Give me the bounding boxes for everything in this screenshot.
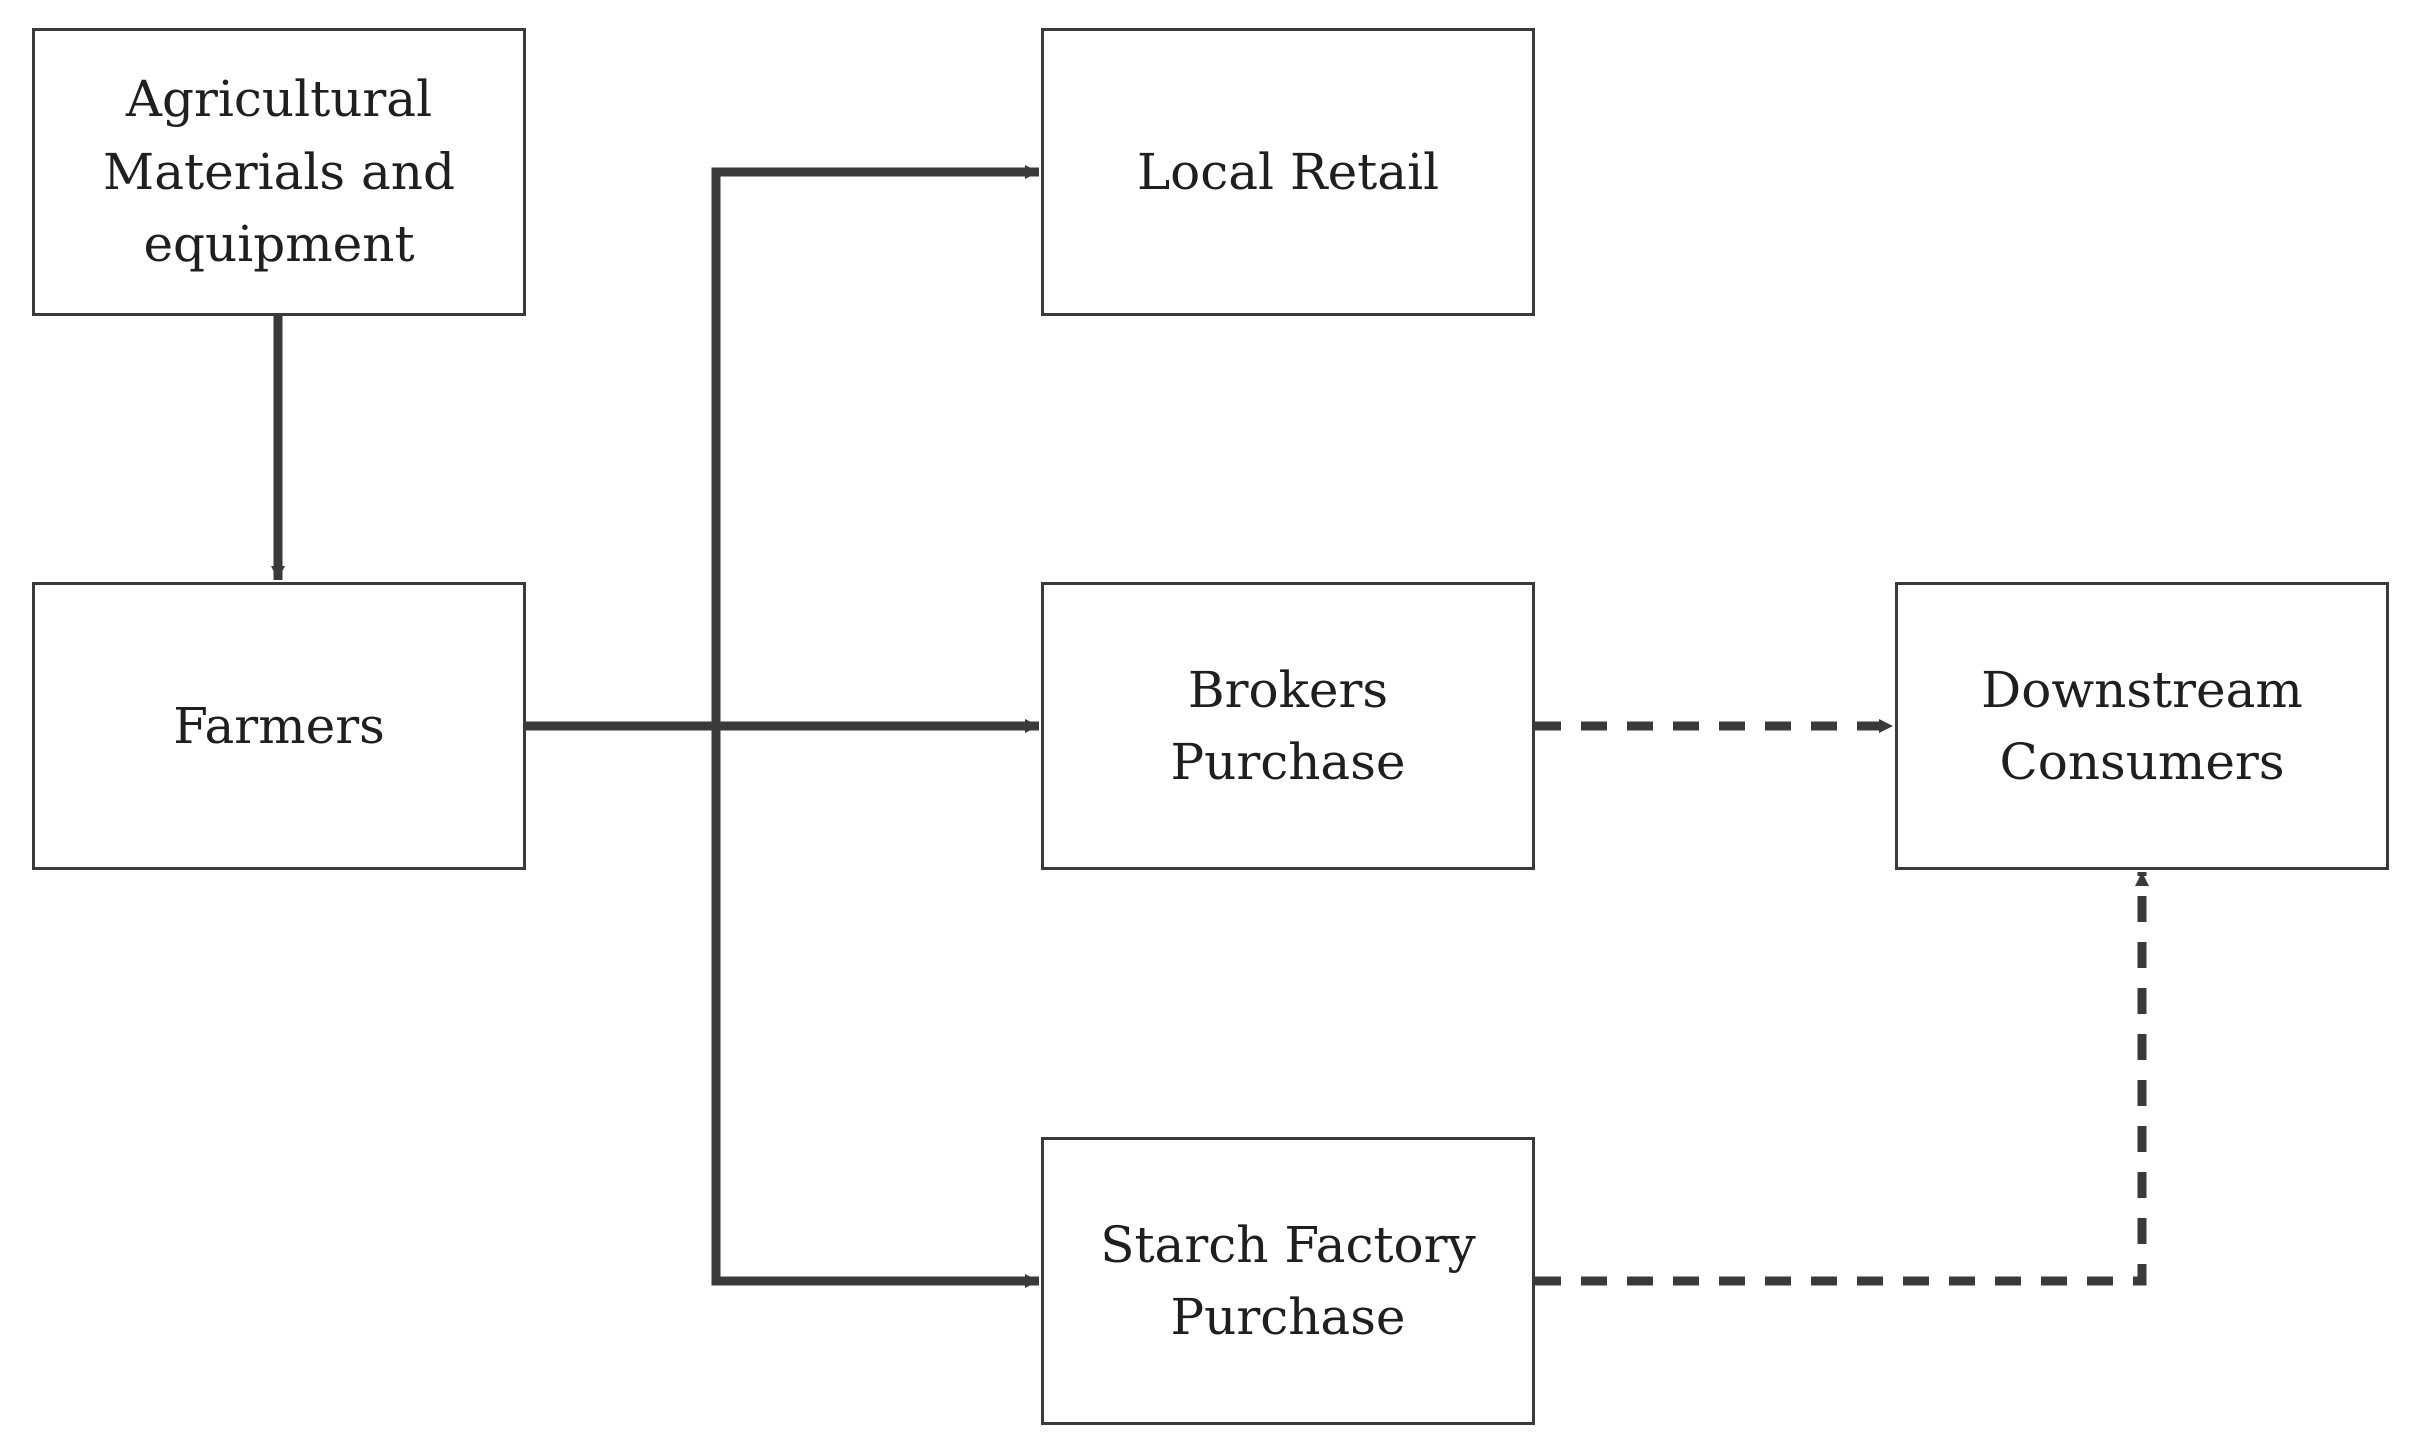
- node-brokers-purchase-label: Brokers Purchase: [1170, 660, 1406, 792]
- node-agricultural-materials: Agricultural Materials and equipment: [32, 28, 526, 316]
- edge-farmers-to-local_retail: [526, 165, 1039, 731]
- node-local-retail-label: Local Retail: [1136, 142, 1440, 201]
- node-agricultural-materials-label: Agricultural Materials and equipment: [103, 70, 455, 274]
- node-starch-factory-purchase-label: Starch Factory Purchase: [1100, 1215, 1476, 1347]
- edge-farmers-to-starch: [711, 726, 1039, 1288]
- node-brokers-purchase: Brokers Purchase: [1041, 582, 1535, 870]
- node-farmers-label: Farmers: [173, 696, 385, 755]
- edge-starch-to-downstream: [1535, 872, 2149, 1286]
- node-farmers: Farmers: [32, 582, 526, 870]
- node-downstream-consumers: Downstream Consumers: [1895, 582, 2389, 870]
- edge-layer: [271, 165, 2149, 1288]
- node-downstream-consumers-label: Downstream Consumers: [1981, 660, 2303, 792]
- node-starch-factory-purchase: Starch Factory Purchase: [1041, 1137, 1535, 1425]
- node-local-retail: Local Retail: [1041, 28, 1535, 316]
